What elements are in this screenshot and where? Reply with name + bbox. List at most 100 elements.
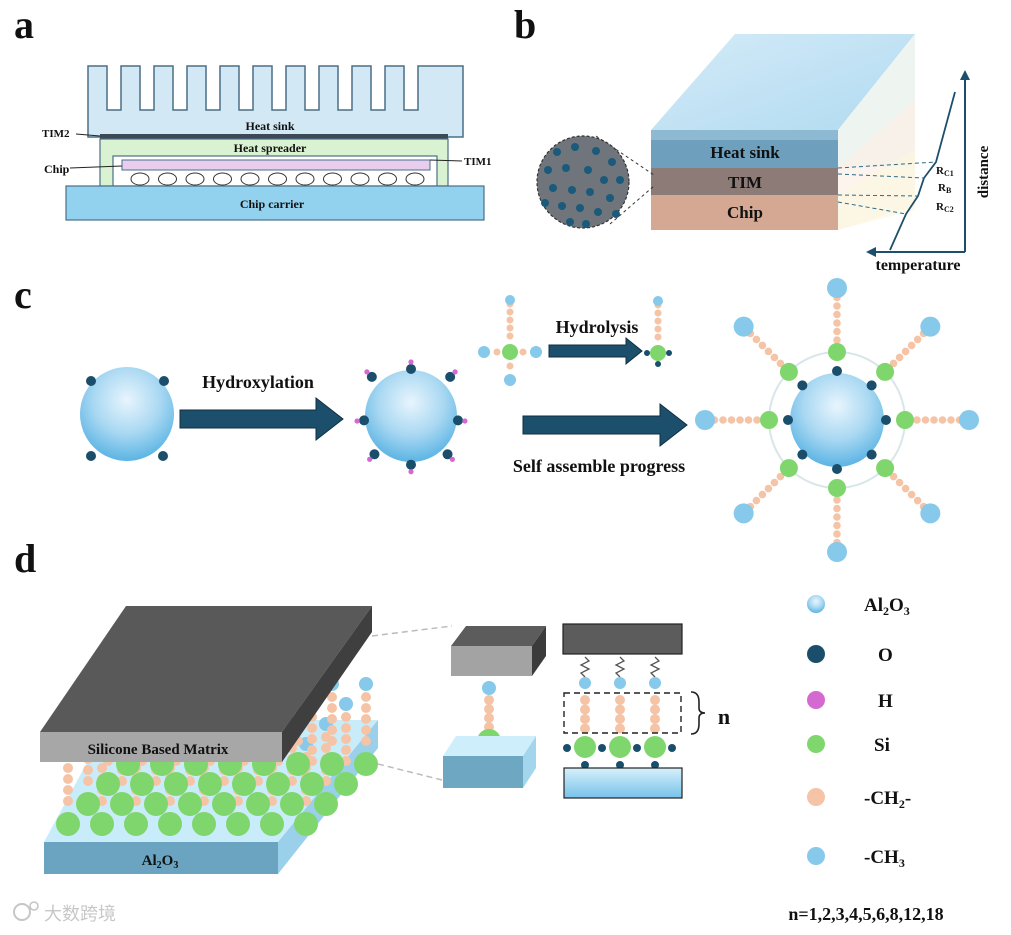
silicon-atom — [650, 345, 666, 361]
filler-particle — [606, 194, 614, 202]
ch2-unit — [654, 333, 662, 341]
hydrolyzed-silane — [644, 296, 672, 367]
ch2-unit — [938, 416, 947, 424]
solder-bump — [158, 172, 177, 186]
solder-bumps — [130, 172, 425, 186]
panel-c-self-assembly: Hydroxylation Hydrolysis Self assemble p… — [80, 278, 979, 562]
ch2-unit — [758, 490, 767, 499]
filler-particle — [576, 204, 584, 212]
filler-particle — [571, 143, 579, 151]
zoom-guide-top — [371, 625, 453, 637]
tim-layer — [651, 168, 838, 195]
temperature-profile-line — [889, 91, 956, 251]
ch3-unit — [530, 346, 542, 358]
self-assemble-arrow — [522, 402, 688, 448]
anchor-oxygen-atoms — [783, 366, 891, 474]
rc2-label: RC2 — [936, 201, 954, 214]
ch2-unit — [901, 484, 910, 493]
zoom-line-bottom — [609, 185, 655, 225]
heat-sink — [87, 65, 464, 138]
heat-spreader-label: Heat spreader — [234, 141, 307, 155]
ch2-unit — [654, 309, 662, 317]
ch2-unit — [580, 723, 590, 734]
silicon-atom — [144, 792, 168, 816]
ch2-unit — [895, 353, 904, 362]
legend-text-part: -CH — [864, 788, 899, 809]
matrix-slab-front — [40, 732, 282, 762]
silicon-atom — [246, 792, 270, 816]
ch2-unit — [895, 478, 904, 487]
legend-label-h: H — [878, 691, 893, 712]
ch2-unit — [341, 745, 351, 755]
legend-swatch-ch2 — [807, 788, 825, 806]
hydrogen-atom — [452, 369, 458, 375]
filler-particle — [592, 147, 600, 155]
ch3-unit — [695, 410, 715, 430]
oxygen-atom — [406, 364, 416, 375]
ch2-unit — [833, 521, 841, 530]
watermark: 大数跨境 — [13, 901, 116, 925]
legend-text-part: 2 — [899, 797, 905, 811]
ch2-unit — [361, 736, 371, 746]
oxygen-atom — [866, 449, 877, 460]
silicon-atom — [90, 812, 114, 836]
al2o3-slab-front — [44, 842, 278, 874]
silicon-atom — [226, 812, 250, 836]
legend-swatch-ch3 — [807, 847, 825, 865]
ch2-unit — [580, 704, 590, 715]
ch2-unit — [719, 416, 727, 424]
silicon-atom — [212, 792, 236, 816]
silicon-atom — [896, 411, 914, 429]
ch2-unit — [727, 416, 736, 424]
ch2-unit — [833, 310, 841, 319]
repeat-unit-box — [563, 692, 682, 734]
oxygen-atom — [452, 415, 463, 426]
ch3-unit — [733, 503, 754, 524]
oxygen-atom — [668, 744, 676, 752]
surface-oxygen-atoms — [86, 376, 169, 461]
silicon-atom — [96, 772, 120, 796]
tim1-label: TIM1 — [464, 156, 492, 168]
ch2-unit — [753, 416, 761, 424]
ch2-unit — [327, 703, 337, 713]
legend-label-si: Si — [874, 735, 890, 756]
hydrogen-atom — [367, 456, 373, 462]
silicon-atom — [110, 792, 134, 816]
ch2-unit — [744, 416, 753, 424]
chip-layer — [651, 195, 838, 230]
legend-label-o: O — [878, 645, 893, 666]
ch2-unit — [361, 714, 371, 724]
oxygen-atom — [651, 761, 659, 769]
panel-label-d: d — [14, 536, 36, 581]
ch2-unit — [506, 332, 514, 340]
panel-label-a: a — [14, 2, 34, 47]
panel-b-thermal-stack: Heat sink TIM Chip RC1 RB RC2 distance t… — [536, 34, 992, 274]
ch2-unit — [361, 725, 371, 735]
legend-text-part: -CH — [864, 847, 899, 868]
oxygen-atom — [581, 761, 589, 769]
repeat-unit-brace — [690, 691, 706, 735]
ch2-unit — [913, 416, 921, 424]
silicon-atom — [760, 411, 778, 429]
ch2-unit — [764, 347, 773, 356]
silicon-atom — [232, 772, 256, 796]
solder-bump — [378, 172, 397, 186]
oxygen-atom — [644, 350, 650, 356]
hydrolysis-arrow — [548, 336, 643, 366]
oxygen-atom — [598, 744, 606, 752]
silicon-atom — [260, 812, 284, 836]
legend-text-part: - — [905, 788, 911, 809]
mini-matrix-top — [451, 626, 546, 646]
ch3-unit — [733, 316, 754, 337]
ch2-unit — [764, 484, 773, 493]
solder-bump — [185, 172, 205, 186]
ch2-unit — [341, 712, 351, 722]
filler-particle — [600, 176, 608, 184]
silicon-atom — [876, 362, 895, 381]
oxygen-atom — [797, 380, 808, 391]
ch2-unit — [615, 714, 625, 724]
filler-particle — [544, 166, 552, 174]
chip-carrier-label: Chip carrier — [240, 197, 305, 211]
oxygen-atom — [445, 371, 456, 382]
ch2-unit — [833, 504, 841, 513]
